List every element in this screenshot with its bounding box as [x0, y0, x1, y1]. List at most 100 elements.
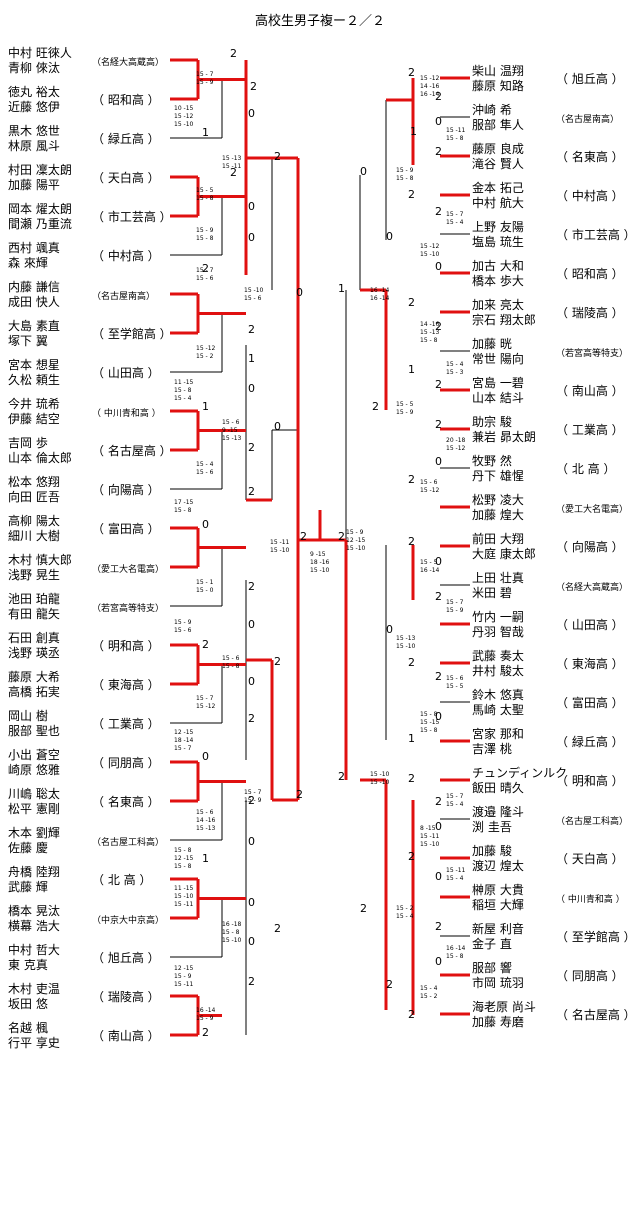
player-name: 井村 駿太: [472, 664, 524, 678]
player-name: 向田 匠吾: [8, 490, 60, 504]
score-label: 15 - 4: [446, 361, 464, 368]
score-label: 2: [274, 655, 281, 668]
player-name: 中村 哲大: [8, 943, 60, 957]
right-pair-4: 金本 拓己中村 航大: [472, 181, 524, 211]
player-name: 舟橋 陸翔: [8, 865, 60, 879]
player-name: 東 克真: [8, 958, 48, 972]
score-label: 15 -10: [370, 779, 390, 786]
score-label: 0: [435, 260, 442, 273]
score-label: 15 -12: [420, 75, 440, 82]
score-label: 15 - 5: [446, 683, 464, 690]
score-label: 2: [202, 262, 209, 275]
score-label: 15 - 9: [196, 227, 214, 234]
score-label: 15 -13: [222, 155, 242, 162]
left-pair-23: 橋本 晃汰横幕 浩大: [8, 904, 60, 934]
score-label: 15 -13: [196, 825, 216, 832]
score-label: 0: [435, 555, 442, 568]
player-name: 徳丸 裕太: [8, 85, 60, 99]
player-name: 中村 旺徠人: [8, 46, 72, 60]
left-pair-1: 中村 旺徠人青柳 倈汰: [8, 46, 72, 76]
score-label: 0: [386, 230, 393, 243]
score-label: 0: [296, 286, 303, 299]
score-label: 15 - 8: [174, 507, 192, 514]
score-label: 15 - 2: [396, 905, 414, 912]
school-label: （ 富田高 ）: [556, 696, 624, 710]
left-pair-4: 村田 凜太朗加藤 陽平: [8, 163, 72, 193]
score-label: 15 - 6: [174, 627, 192, 634]
player-name: 榊原 大貴: [472, 883, 524, 897]
left-pair-21: 木本 劉輝佐藤 慶: [8, 826, 60, 856]
score-label: 0: [435, 870, 442, 883]
player-name: 木村 吏温: [8, 982, 60, 996]
right-pair-25: 海老原 尚斗加藤 寿磨: [472, 1000, 536, 1030]
right-pair-15: 竹内 一嗣丹羽 智哉: [472, 610, 524, 640]
school-label: （ 旭丘高 ）: [556, 72, 624, 86]
score-label: 20 -18: [446, 437, 466, 444]
score-label: 0: [248, 618, 255, 631]
score-label: 2: [408, 188, 415, 201]
score-label: 15 - 9: [196, 1015, 214, 1022]
player-name: 市岡 琉羽: [472, 976, 524, 990]
score-label: 12 -15: [346, 537, 366, 544]
score-label: 15 -11: [446, 127, 466, 134]
score-label: 15 -11: [270, 539, 290, 546]
school-label: （ 山田高 ）: [556, 618, 624, 632]
player-name: 西村 颯真: [8, 241, 60, 255]
score-label: 15 - 6: [446, 675, 464, 682]
school-label: （ 瑞陵高 ）: [556, 306, 624, 320]
player-name: 丹下 雄惺: [472, 469, 524, 483]
right-pair-24: 服部 響市岡 琉羽: [472, 961, 524, 991]
school-label: （ 同朋高 ）: [556, 969, 624, 983]
right-pair-5: 上野 友陽塩島 琉生: [472, 220, 524, 250]
score-label: 2: [300, 530, 307, 543]
score-label: 15 - 6: [196, 275, 214, 282]
school-label: （ 富田高 ）: [92, 522, 160, 536]
player-name: 間瀬 乃重流: [8, 217, 72, 231]
right-pair-2: 沖崎 希服部 隼人: [472, 103, 524, 133]
score-label: 15 - 4: [174, 395, 192, 402]
score-label: 15 - 8: [222, 663, 240, 670]
score-label: 0: [435, 115, 442, 128]
school-label: （ 旭丘高 ）: [92, 951, 160, 965]
score-label: 0: [248, 200, 255, 213]
score-label: 15 -10: [396, 643, 416, 650]
player-name: 金本 拓己: [472, 181, 524, 195]
score-label: 15 - 6: [244, 295, 262, 302]
score-label: 0: [435, 710, 442, 723]
score-label: 1: [408, 732, 415, 745]
right-pair-18: 宮家 那和吉澤 桃: [472, 727, 524, 757]
right-pair-13: 前田 大翔大庭 康太郎: [472, 532, 536, 562]
score-label: 15 - 7: [446, 793, 464, 800]
player-name: 岡本 燿太朗: [8, 202, 72, 216]
player-name: 丹羽 智哉: [472, 625, 524, 639]
score-label: 9 -15: [222, 427, 238, 434]
score-label: 15 -10: [174, 121, 194, 128]
score-label: 15 - 8: [420, 337, 438, 344]
left-pair-13: 高柳 陽太細川 大樹: [8, 514, 60, 544]
left-pair-22: 舟橋 陸翔武藤 輝: [8, 865, 60, 895]
player-name: 黒木 悠世: [8, 124, 60, 138]
score-label: 2: [435, 145, 442, 158]
score-label: 15 - 8: [446, 953, 464, 960]
left-pair-6: 西村 颯真森 來輝: [8, 241, 60, 271]
school-label: （ 名古屋高 ）: [92, 444, 172, 458]
score-label: 15 - 8: [174, 847, 192, 854]
school-label: （ 緑丘高 ）: [92, 132, 160, 146]
school-label: （愛工大名電高）: [556, 505, 629, 515]
score-label: 1: [408, 363, 415, 376]
left-pair-17: 藤原 大希高橋 拓実: [8, 670, 60, 700]
score-label: 15 - 7: [174, 745, 192, 752]
player-name: 坂田 悠: [8, 997, 48, 1011]
score-label: 2: [202, 1026, 209, 1039]
score-label: 15 - 6: [196, 809, 214, 816]
player-name: 中村 航大: [472, 196, 524, 210]
score-label: 15 - 5: [396, 401, 414, 408]
player-name: 村田 凜太朗: [8, 163, 72, 177]
score-label: 16 -14: [420, 91, 440, 98]
score-label: 2: [338, 530, 345, 543]
score-label: 15 - 4: [446, 801, 464, 808]
school-label: （ 至学館高 ）: [556, 930, 636, 944]
player-name: 宮島 一碧: [472, 376, 524, 390]
score-label: 15 - 9: [396, 167, 414, 174]
score-label: 16 -14: [196, 1007, 216, 1014]
